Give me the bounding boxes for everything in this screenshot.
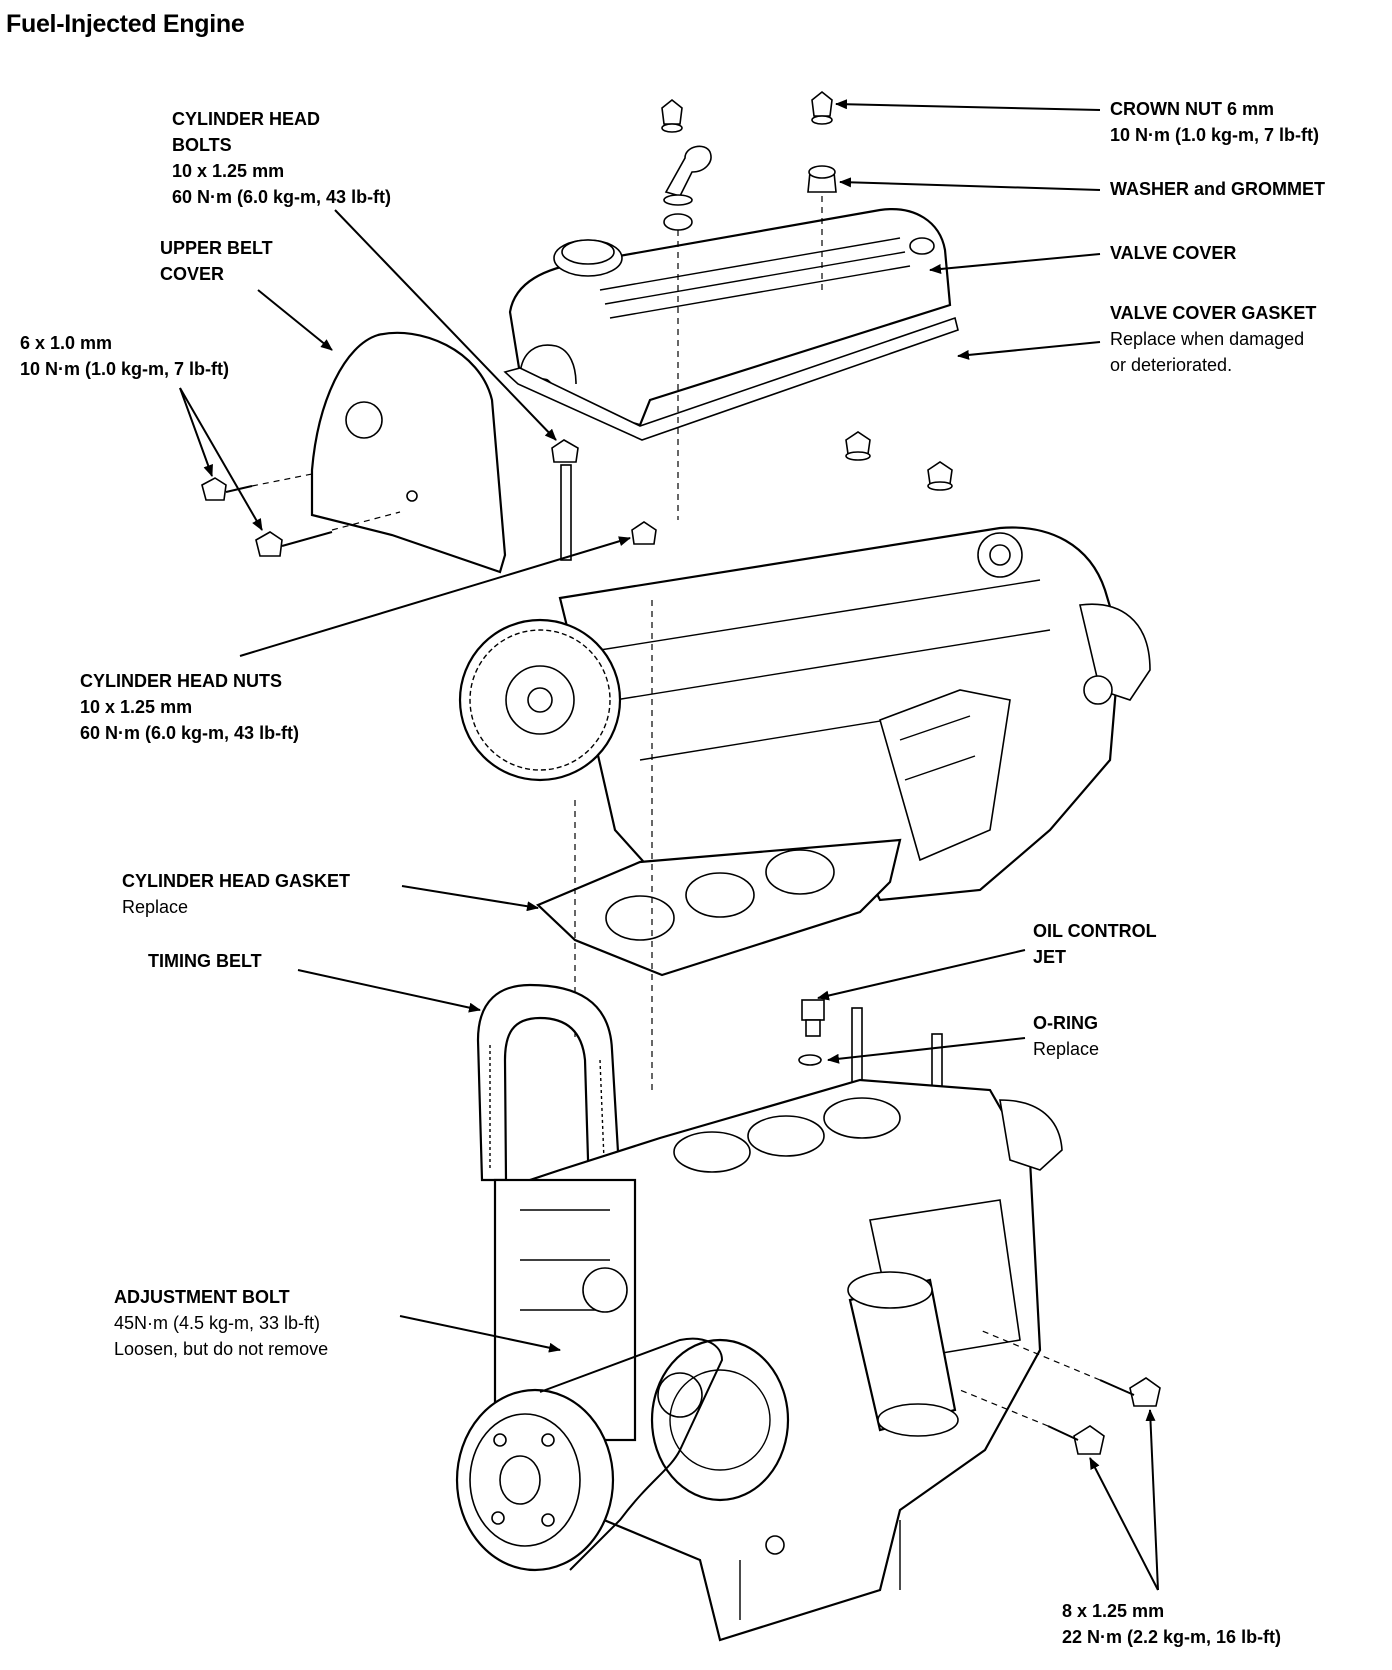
page-title: Fuel-Injected Engine [6, 10, 245, 38]
drive-belt-part [539, 1337, 724, 1571]
label-timing-belt: TIMING BELT [148, 948, 262, 974]
label-line: 45N·m (4.5 kg-m, 33 lb-ft) [114, 1313, 321, 1333]
label-line: UPPER BELT [160, 238, 273, 258]
label-cylinder-head-nuts: CYLINDER HEAD NUTS 10 x 1.25 mm 60 N·m (… [80, 668, 299, 746]
label-line: CROWN NUT 6 mm [1110, 99, 1275, 119]
label-line: CYLINDER HEAD NUTS [80, 671, 283, 691]
label-line: Loosen, but do not remove [114, 1339, 329, 1359]
label-crown-nut: CROWN NUT 6 mm 10 N·m (1.0 kg-m, 7 lb-ft… [1110, 96, 1319, 148]
label-line: VALVE COVER GASKET [1110, 303, 1317, 323]
label-valve-cover: VALVE COVER [1110, 240, 1236, 266]
label-line: 10 x 1.25 mm [80, 697, 193, 717]
guide-line [959, 1389, 1049, 1427]
label-cylinder-head-gasket: CYLINDER HEAD GASKET Replace [122, 868, 350, 920]
label-line: BOLTS [172, 135, 232, 155]
valve-cover-part [508, 208, 952, 427]
label-line: 22 N·m (2.2 kg-m, 16 lb-ft) [1062, 1627, 1282, 1647]
cylinder-head-gasket-part [536, 838, 902, 977]
label-line: JET [1033, 947, 1067, 967]
label-line: 10 N·m (1.0 kg-m, 7 lb-ft) [20, 359, 230, 379]
valve-cover-gasket-part [503, 316, 959, 441]
engine-block-part [493, 1078, 1063, 1642]
label-line: COVER [160, 264, 225, 284]
label-line: WASHER and GROMMET [1110, 179, 1325, 199]
label-line: VALVE COVER [1110, 243, 1237, 263]
crankshaft-pulley-part [455, 1388, 615, 1572]
upper-belt-cover-part [310, 331, 507, 574]
label-line: OIL CONTROL [1033, 921, 1157, 941]
label-line: 60 N·m (6.0 kg-m, 43 lb-ft) [172, 187, 392, 207]
camshaft-pulley-part [458, 618, 622, 782]
label-o-ring: O-RING Replace [1033, 1010, 1099, 1062]
label-upper-cover-bolts: 6 x 1.0 mm 10 N·m (1.0 kg-m, 7 lb-ft) [20, 330, 229, 382]
label-mount-bolts: 8 x 1.25 mm 22 N·m (2.2 kg-m, 16 lb-ft) [1062, 1598, 1281, 1650]
label-line: 8 x 1.25 mm [1062, 1601, 1165, 1621]
guide-line [251, 473, 313, 487]
alternator-part [650, 1338, 790, 1502]
label-line: Replace [1033, 1039, 1100, 1059]
label-line: CYLINDER HEAD GASKET [122, 871, 351, 891]
guide-line [331, 511, 401, 531]
cylinder-head-part [558, 526, 1151, 902]
crown-nut-parts [661, 90, 837, 231]
label-line: 6 x 1.0 mm [20, 333, 113, 353]
label-valve-cover-gasket: VALVE COVER GASKET Replace when damaged … [1110, 300, 1316, 378]
label-washer-grommet: WASHER and GROMMET [1110, 176, 1325, 202]
oil-filter-part [847, 1271, 959, 1437]
label-line: TIMING BELT [148, 951, 262, 971]
label-line: 60 N·m (6.0 kg-m, 43 lb-ft) [80, 723, 300, 743]
label-line: Replace when damaged [1110, 329, 1305, 349]
label-line: or deteriorated. [1110, 355, 1233, 375]
mount-bolt-parts [1047, 1377, 1161, 1455]
label-line: ADJUSTMENT BOLT [114, 1287, 290, 1307]
label-adjustment-bolt: ADJUSTMENT BOLT 45N·m (4.5 kg-m, 33 lb-f… [114, 1284, 328, 1362]
belt-cover-bolt-parts [201, 477, 333, 557]
label-oil-control-jet: OIL CONTROL JET [1033, 918, 1157, 970]
label-line: O-RING [1033, 1013, 1098, 1033]
label-upper-belt-cover: UPPER BELT COVER [160, 235, 273, 287]
label-line: 10 N·m (1.0 kg-m, 7 lb-ft) [1110, 125, 1320, 145]
cylinder-head-bolt-parts [551, 431, 953, 561]
label-line: Replace [122, 897, 189, 917]
label-line: 10 x 1.25 mm [172, 161, 285, 181]
label-line: CYLINDER HEAD [172, 109, 321, 129]
label-cylinder-head-bolts: CYLINDER HEAD BOLTS 10 x 1.25 mm 60 N·m … [172, 106, 391, 210]
leader-lines [179, 99, 1159, 1591]
